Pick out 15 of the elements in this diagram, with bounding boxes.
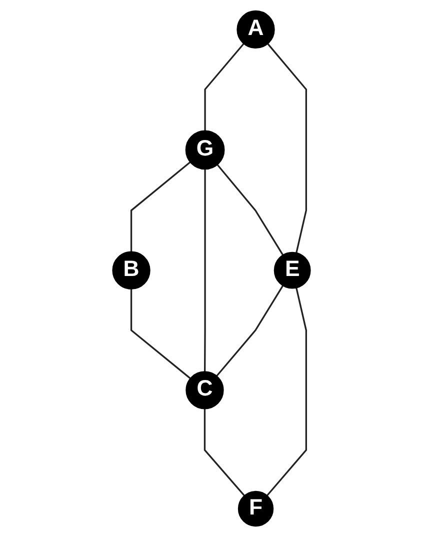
connector (266, 287, 307, 496)
node-circle: E (274, 252, 311, 289)
node-circle: G (185, 130, 225, 170)
connector (266, 43, 307, 254)
connector (204, 42, 245, 131)
node-circle: C (186, 371, 224, 410)
connector (216, 285, 284, 377)
connector (204, 168, 206, 372)
connector (204, 408, 246, 496)
connector (216, 164, 284, 256)
node-circle: B (112, 251, 150, 290)
connector (130, 288, 192, 380)
node-circle: F (238, 490, 274, 527)
connector (130, 161, 191, 252)
node-circle: A (236, 10, 275, 49)
